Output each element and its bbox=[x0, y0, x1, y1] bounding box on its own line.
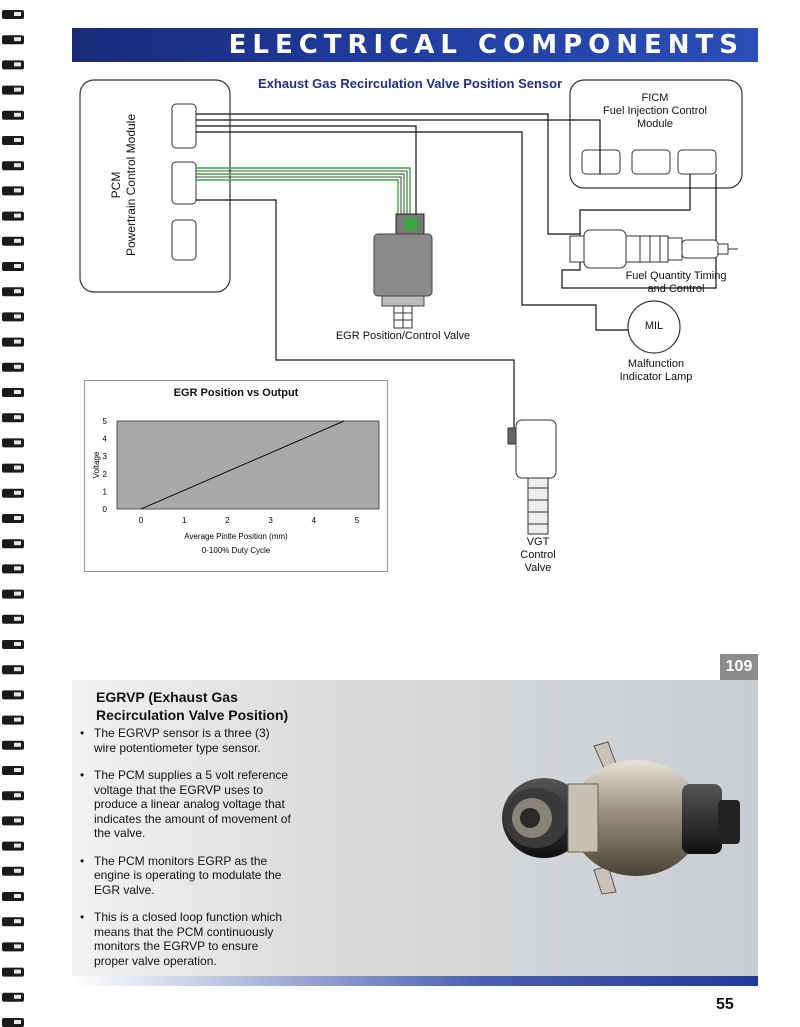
pcm-label: PCM Powertrain Control Module bbox=[109, 113, 138, 257]
injector-label: Fuel Quantity Timing and Control bbox=[625, 270, 727, 295]
x-tick-label: 2 bbox=[225, 516, 230, 525]
y-tick-label: 3 bbox=[103, 452, 108, 461]
mil-badge: MIL bbox=[644, 320, 664, 332]
spiral-hole bbox=[14, 994, 21, 999]
egr-valve-label: EGR Position/Control Valve bbox=[335, 330, 471, 342]
spiral-hole bbox=[14, 616, 21, 621]
spiral-hole bbox=[14, 642, 21, 646]
spiral-hole bbox=[14, 62, 21, 67]
bullet-item: This is a closed loop function which mea… bbox=[80, 910, 294, 968]
pcm-box bbox=[79, 79, 231, 293]
spiral-hole bbox=[14, 415, 21, 420]
pcm-connector-3 bbox=[171, 219, 197, 261]
spiral-hole bbox=[14, 894, 21, 898]
spiral-hole bbox=[14, 843, 21, 848]
pcm-connector-2 bbox=[171, 161, 197, 205]
y-tick-label: 5 bbox=[103, 417, 108, 426]
spiral-hole bbox=[14, 667, 21, 672]
egrvp-sensor-photo bbox=[502, 741, 740, 895]
vgt-label: VGT Control Valve bbox=[520, 536, 556, 574]
spiral-hole bbox=[14, 188, 21, 193]
y-tick-label: 4 bbox=[103, 435, 108, 444]
x-axis-sublabel: 0-100% Duty Cycle bbox=[202, 546, 271, 555]
x-tick-label: 1 bbox=[182, 516, 187, 525]
vgt-valve bbox=[507, 419, 557, 535]
section-title: EGRVP (Exhaust Gas Recirculation Valve P… bbox=[96, 689, 289, 723]
chart-title: EGR Position vs Output bbox=[173, 387, 299, 399]
diagram-subtitle: Exhaust Gas Recirculation Valve Position… bbox=[258, 76, 563, 91]
y-axis-label: Voltage bbox=[92, 451, 101, 478]
spiral-hole bbox=[14, 138, 21, 142]
spiral-hole bbox=[14, 692, 21, 697]
bullet-item: The EGRVP sensor is a three (3) wire pot… bbox=[80, 726, 294, 755]
fuel-injector bbox=[569, 229, 738, 269]
y-tick-label: 1 bbox=[103, 487, 108, 496]
bullet-item: The PCM monitors EGRP as the engine is o… bbox=[80, 854, 294, 898]
spiral-hole bbox=[14, 264, 21, 268]
spiral-hole bbox=[14, 364, 21, 369]
spiral-hole bbox=[14, 289, 21, 294]
spiral-hole bbox=[14, 37, 21, 42]
plot-area bbox=[116, 420, 380, 510]
spiral-hole bbox=[14, 793, 21, 798]
spiral-hole bbox=[14, 440, 21, 445]
spiral-hole bbox=[14, 591, 21, 596]
spiral-hole bbox=[14, 1020, 21, 1024]
spiral-hole bbox=[14, 742, 21, 747]
x-axis-label: Average Pintle Position (mm) bbox=[184, 532, 288, 541]
spiral-hole bbox=[14, 339, 21, 344]
y-tick-label: 0 bbox=[103, 505, 108, 514]
spiral-hole bbox=[14, 516, 21, 520]
series-line bbox=[140, 420, 345, 510]
page-tab: 109 bbox=[720, 654, 758, 680]
spiral-hole bbox=[14, 314, 21, 319]
spiral-hole bbox=[14, 969, 21, 974]
page-title: ELECTRICAL COMPONENTS bbox=[228, 30, 744, 60]
header-bar: ELECTRICAL COMPONENTS bbox=[72, 28, 758, 62]
x-tick-label: 5 bbox=[355, 516, 360, 525]
pcm-connector-1 bbox=[171, 103, 197, 149]
bullet-item: The PCM supplies a 5 volt reference volt… bbox=[80, 768, 294, 841]
spiral-hole bbox=[14, 163, 21, 168]
spiral-hole bbox=[14, 944, 21, 949]
spiral-hole bbox=[14, 490, 21, 495]
x-tick-label: 0 bbox=[139, 516, 144, 525]
y-tick-label: 2 bbox=[103, 470, 108, 479]
x-tick-label: 4 bbox=[312, 516, 317, 525]
spiral-hole bbox=[14, 541, 21, 546]
bullet-list: The EGRVP sensor is a three (3) wire pot… bbox=[80, 726, 294, 981]
egr-valve bbox=[373, 213, 433, 329]
mil-label: Malfunction Indicator Lamp bbox=[619, 358, 693, 383]
spiral-hole bbox=[14, 238, 21, 243]
section-bottom-bar bbox=[72, 976, 758, 986]
spiral-hole bbox=[14, 112, 21, 117]
spiral-binding bbox=[2, 10, 24, 1027]
spiral-hole bbox=[14, 390, 21, 394]
spiral-hole bbox=[14, 717, 21, 722]
x-tick-label: 3 bbox=[268, 516, 273, 525]
spiral-hole bbox=[14, 87, 21, 92]
spiral-hole bbox=[14, 868, 21, 873]
page-number: 55 bbox=[716, 996, 734, 1013]
spiral-hole bbox=[14, 818, 21, 823]
ficm-connector-3 bbox=[677, 149, 717, 175]
wiring-diagram bbox=[79, 79, 743, 535]
spiral-hole bbox=[14, 12, 21, 16]
spiral-hole bbox=[14, 465, 21, 470]
ficm-label: FICM Fuel Injection Control Module bbox=[603, 92, 707, 130]
spiral-hole bbox=[14, 919, 21, 924]
ficm-connector-1 bbox=[581, 149, 621, 175]
mil-lamp bbox=[627, 300, 681, 354]
spiral-hole bbox=[14, 566, 21, 571]
ficm-connector-2 bbox=[631, 149, 671, 175]
ficm-box bbox=[569, 79, 743, 189]
spiral-hole bbox=[14, 213, 21, 218]
spiral-hole bbox=[14, 768, 21, 772]
